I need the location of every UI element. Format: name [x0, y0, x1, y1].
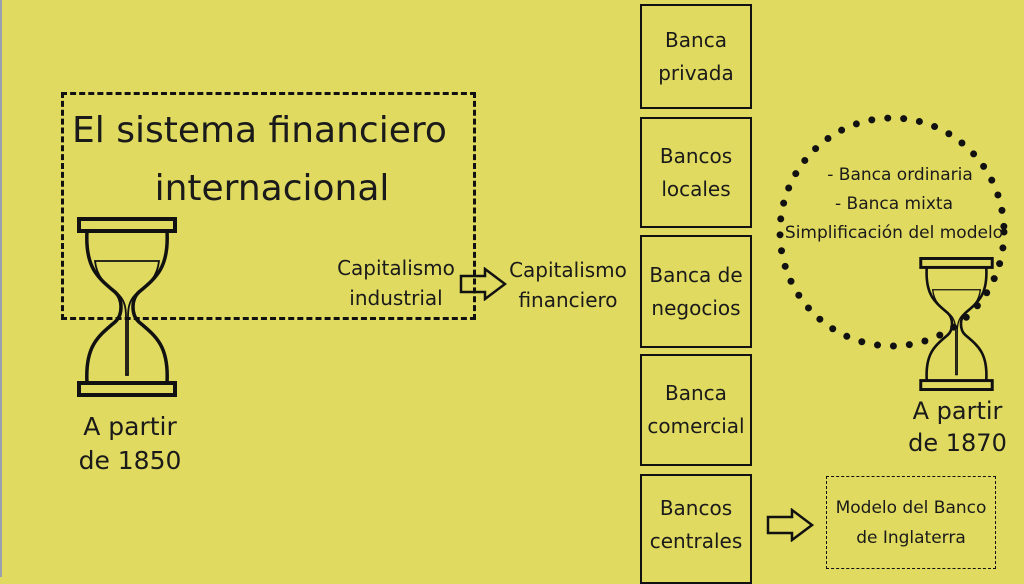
- bank-box-bancos-centrales: Bancos centrales: [640, 474, 752, 584]
- cf-line-1: Capitalismo: [509, 258, 627, 282]
- bank-box-banca-privada: Banca privada: [640, 4, 752, 109]
- england-line-2: de Inglaterra: [856, 527, 966, 548]
- right-date-line-2: de 1870: [908, 429, 1007, 457]
- circle-list: - Banca ordinaria - Banca mixta Simplifi…: [780, 161, 1008, 248]
- ci-line-2: industrial: [349, 286, 443, 310]
- dotted-circle: [776, 114, 1008, 350]
- title-frame: [61, 92, 476, 320]
- bank-box-banca-comercial: Banca comercial: [640, 354, 752, 466]
- left-date: A partir de 1850: [55, 410, 205, 478]
- cf-line-2: financiero: [518, 288, 618, 312]
- title-line-2: internacional: [154, 168, 390, 209]
- left-date-line-1: A partir: [83, 412, 177, 441]
- england-line-1: Modelo del Banco: [835, 497, 987, 518]
- bank-line-2: negocios: [651, 295, 741, 320]
- bank-box-banca-negocios: Banca de negocios: [640, 235, 752, 348]
- bank-line-1: Bancos: [659, 143, 733, 168]
- arrow-right-icon: [459, 267, 507, 301]
- bank-line-1: Banca: [665, 381, 727, 405]
- england-model-box: Modelo del Banco de Inglaterra: [826, 476, 996, 569]
- arrow-right-icon: [766, 508, 814, 542]
- left-date-line-2: de 1850: [78, 446, 182, 475]
- window-edge: [0, 0, 2, 577]
- bank-line-2: locales: [661, 176, 731, 201]
- hourglass-icon: [75, 217, 179, 397]
- hourglass-icon: [919, 257, 994, 391]
- bank-box-bancos-locales: Bancos locales: [640, 117, 752, 228]
- right-date: A partir de 1870: [890, 395, 1024, 459]
- bank-line-2: privada: [658, 60, 734, 85]
- capitalismo-industrial: Capitalismo industrial: [334, 253, 458, 313]
- bank-line-1: Bancos: [659, 496, 733, 520]
- circle-item: - Banca mixta: [835, 194, 953, 214]
- bank-line-2: centrales: [649, 529, 743, 553]
- circle-item: - Banca ordinaria: [827, 165, 973, 185]
- title-line-1: El sistema financiero: [72, 110, 447, 151]
- page-title: El sistema financiero internacional: [72, 102, 472, 218]
- bank-line-2: comercial: [647, 414, 745, 438]
- circle-item: Simplificación del modelo: [784, 223, 1004, 243]
- ci-line-1: Capitalismo: [337, 256, 455, 280]
- bank-line-1: Banca: [665, 27, 727, 52]
- capitalismo-financiero: Capitalismo financiero: [506, 255, 630, 315]
- bank-line-1: Banca de: [649, 262, 743, 287]
- right-date-line-1: A partir: [912, 397, 1003, 425]
